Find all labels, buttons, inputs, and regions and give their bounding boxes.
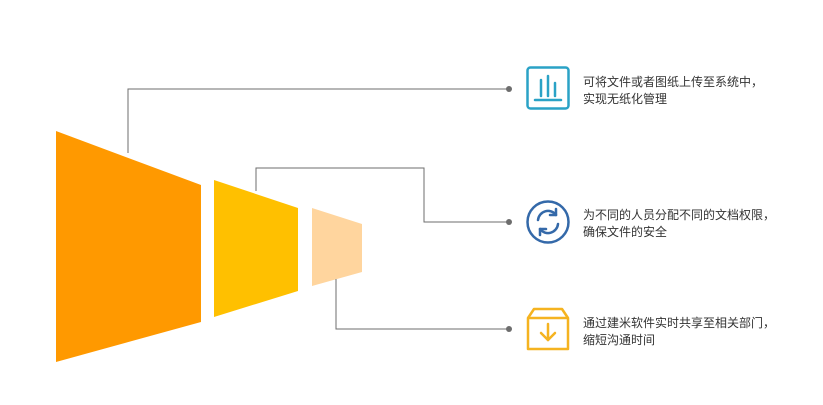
download-box-icon bbox=[526, 307, 570, 351]
item-2-text: 为不同的人员分配不同的文档权限， 确保文件的安全 bbox=[583, 207, 819, 241]
item-3-line-1: 通过建米软件实时共享至相关部门， bbox=[583, 316, 776, 330]
refresh-icon bbox=[526, 200, 570, 244]
item-3-text: 通过建米软件实时共享至相关部门， 缩短沟通时间 bbox=[583, 315, 819, 349]
connector-dot-1 bbox=[506, 86, 512, 92]
connector-line-3 bbox=[335, 279, 509, 330]
connector-line-1 bbox=[127, 88, 509, 153]
connector-line-2 bbox=[255, 167, 509, 223]
funnel-segment-3 bbox=[312, 208, 362, 286]
funnel-segment-2 bbox=[214, 180, 298, 317]
item-2-line-2: 确保文件的安全 bbox=[583, 225, 668, 239]
item-1-line-1: 可将文件或者图纸上传至系统中， bbox=[583, 75, 764, 89]
item-1-text: 可将文件或者图纸上传至系统中， 实现无纸化管理 bbox=[583, 74, 819, 108]
connector-dot-3 bbox=[506, 326, 512, 332]
item-2-line-1: 为不同的人员分配不同的文档权限， bbox=[583, 208, 776, 222]
funnel-segment-1 bbox=[56, 131, 201, 362]
item-3-line-2: 缩短沟通时间 bbox=[583, 333, 656, 347]
connector-dot-2 bbox=[506, 219, 512, 225]
item-1-line-2: 实现无纸化管理 bbox=[583, 92, 668, 106]
bar-chart-icon bbox=[526, 66, 570, 110]
